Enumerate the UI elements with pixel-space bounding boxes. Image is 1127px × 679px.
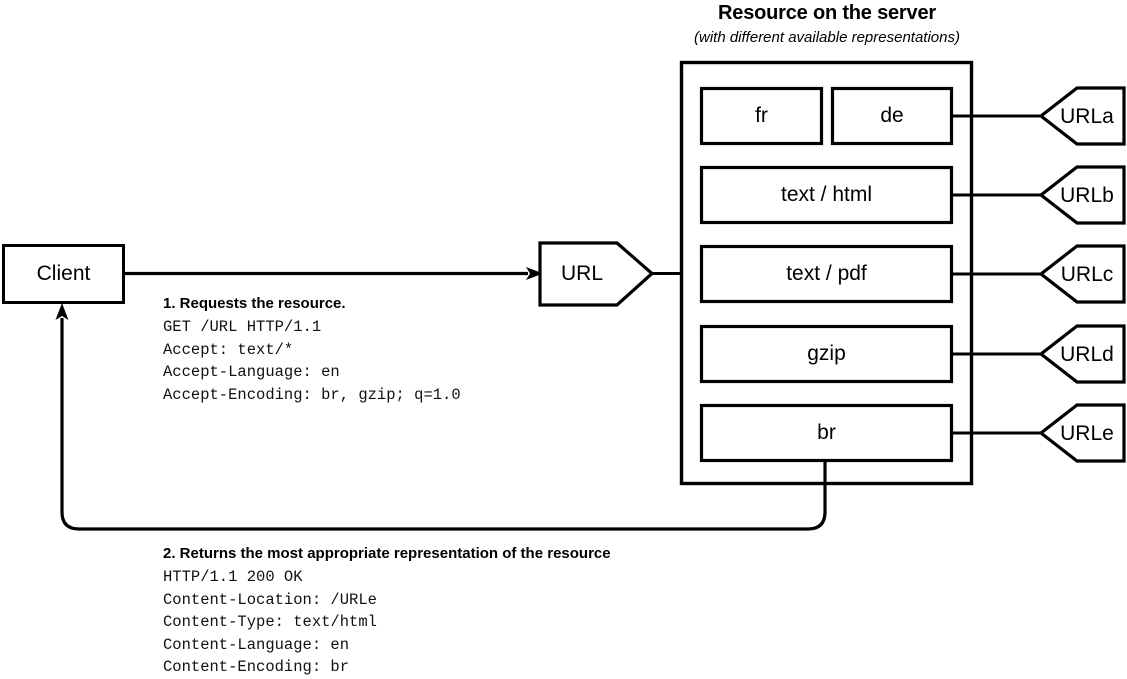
- representation-box-text-pdf: [699, 244, 954, 304]
- client-box: [2, 244, 125, 304]
- request-arrowhead: [526, 267, 543, 280]
- url-pentagon-urlc: [1038, 244, 1126, 304]
- representation-box-br: [699, 403, 954, 463]
- request-url-pentagon: [538, 241, 655, 307]
- representation-box-gzip: [699, 324, 954, 384]
- response-arrowhead: [55, 303, 69, 320]
- page-subtitle: (with different available representation…: [694, 29, 960, 46]
- representation-box-fr: [699, 86, 824, 146]
- url-pentagon-urld: [1038, 324, 1126, 384]
- url-pentagon-urlb: [1038, 165, 1126, 225]
- page-title: Resource on the server: [718, 2, 936, 24]
- representation-box-de: [830, 86, 954, 146]
- response-connector: [60, 318, 827, 531]
- response-message-body: HTTP/1.1 200 OK Content-Location: /URLe …: [163, 568, 377, 677]
- request-message-body: GET /URL HTTP/1.1 Accept: text/* Accept-…: [163, 318, 461, 404]
- request-message-heading: 1. Requests the resource.: [163, 295, 346, 312]
- response-message-heading: 2. Returns the most appropriate represen…: [163, 545, 611, 562]
- representation-box-text-html: [699, 165, 954, 225]
- url-pentagon-urle: [1038, 403, 1126, 463]
- url-pentagon-urla: [1038, 86, 1126, 146]
- server-container: [679, 60, 974, 486]
